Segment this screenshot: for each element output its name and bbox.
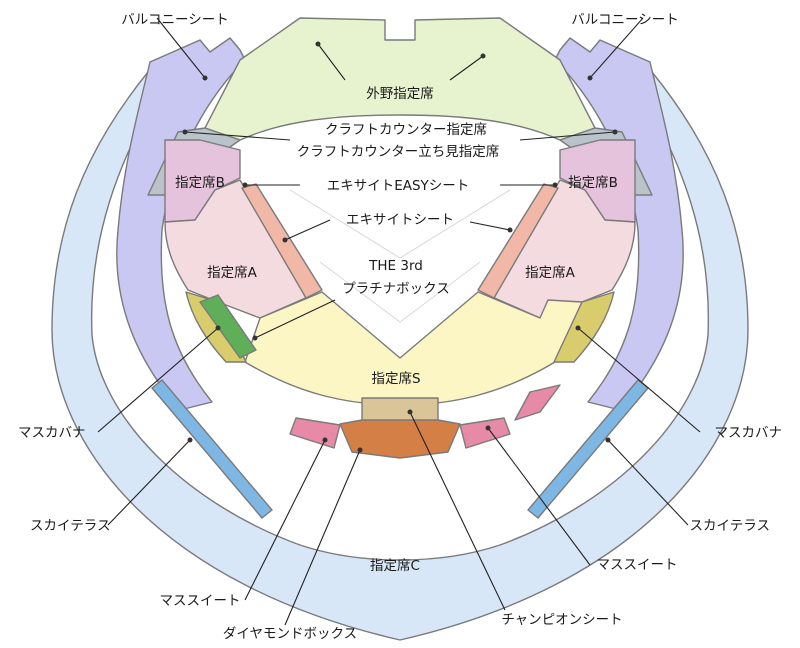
- label-seat-c: 指定席C: [370, 558, 420, 574]
- infield-diamond-lower: [319, 261, 481, 323]
- label-third-platina-1: THE 3rd: [368, 258, 423, 274]
- label-sky-terrace-left: スカイテラス: [30, 518, 110, 534]
- masu-suite-right-area[interactable]: [459, 417, 511, 449]
- label-seat-s: 指定席S: [371, 371, 420, 387]
- sky-terrace-left-area[interactable]: [151, 379, 273, 519]
- seat-a-left-area[interactable]: [164, 179, 311, 319]
- label-seat-b-left: 指定席B: [175, 175, 225, 191]
- label-craft-counter-standing: クラフトカウンター立ち見指定席: [297, 144, 500, 160]
- leader-lines: [97, 17, 701, 626]
- label-excite-easy: エキサイトEASYシート: [327, 178, 470, 194]
- balcony-right-area[interactable]: [554, 37, 684, 411]
- label-seat-a-right: 指定席A: [525, 265, 575, 281]
- label-third-platina-2: プラチナボックス: [342, 281, 450, 297]
- label-craft-counter: クラフトカウンター指定席: [325, 122, 487, 138]
- label-balcony-right: バルコニーシート: [571, 12, 678, 28]
- label-masu-suite-right: マススイート: [597, 557, 678, 573]
- label-champion-seat: チャンピオンシート: [501, 612, 622, 628]
- label-masukabana-left: マスカバナ: [18, 425, 86, 441]
- seat-a-right-area[interactable]: [489, 179, 636, 319]
- balcony-left-area[interactable]: [116, 37, 246, 411]
- masu-suite-left-area[interactable]: [289, 417, 341, 449]
- masukabana-right-area[interactable]: [553, 291, 615, 363]
- outfield-area[interactable]: [204, 17, 596, 141]
- champion-seat-area[interactable]: [361, 397, 439, 423]
- label-masu-suite-left: マススイート: [160, 593, 241, 609]
- label-excite: エキサイトシート: [346, 212, 454, 228]
- label-outfield: 外野指定席: [366, 86, 434, 102]
- label-diamond-box: ダイヤモンドボックス: [223, 626, 357, 642]
- label-seat-b-right: 指定席B: [568, 175, 618, 191]
- labels: バルコニーシート バルコニーシート 外野指定席 クラフトカウンター指定席 クラフ…: [18, 12, 782, 642]
- label-masukabana-right: マスカバナ: [715, 425, 783, 441]
- label-seat-a-left: 指定席A: [207, 265, 257, 281]
- label-sky-terrace-right: スカイテラス: [690, 518, 770, 534]
- platina-box-area[interactable]: [199, 294, 257, 359]
- infield-diamond: [289, 189, 511, 259]
- diamond-box-area[interactable]: [339, 419, 461, 459]
- masu-suite-right-outer-area[interactable]: [514, 384, 561, 421]
- label-balcony-left: バルコニーシート: [121, 12, 228, 28]
